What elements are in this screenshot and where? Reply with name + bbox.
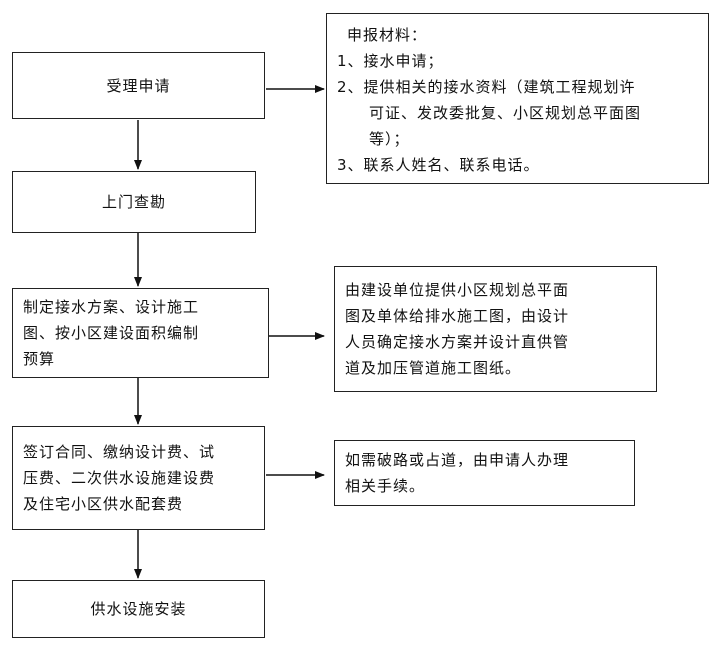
step-accept-application: 受理申请 <box>12 52 265 119</box>
road-note-line: 如需破路或占道，由申请人办理 <box>345 451 570 469</box>
plan-note-line: 人员确定接水方案并设计直供管 <box>345 333 570 351</box>
step-contract-line: 及住宅小区供水配套费 <box>23 495 184 513</box>
materials-title: 申报材料： <box>347 26 428 44</box>
plan-note-line: 道及加压管道施工图纸。 <box>345 359 522 377</box>
step-site-survey: 上门查勘 <box>12 171 256 233</box>
materials-item-1: 1、接水申请； <box>337 52 444 70</box>
note-application-materials: 申报材料： 1、接水申请； 2、提供相关的接水资料（建筑工程规划许 可证、发改委… <box>326 13 709 184</box>
materials-item-3: 3、联系人姓名、联系电话。 <box>337 156 540 174</box>
step-accept-label: 受理申请 <box>106 76 171 95</box>
step-install-facilities: 供水设施安装 <box>12 580 265 638</box>
step-install-label: 供水设施安装 <box>90 600 187 618</box>
step-survey-label: 上门查勘 <box>101 193 166 211</box>
plan-note-line: 由建设单位提供小区规划总平面 <box>345 281 570 299</box>
step-plan-line: 图、按小区建设面积编制 <box>23 324 200 342</box>
materials-item-2-line-2: 可证、发改委批复、小区规划总平面图 <box>369 104 642 122</box>
note-road-procedures: 如需破路或占道，由申请人办理 相关手续。 <box>334 440 635 506</box>
step-make-plan: 制定接水方案、设计施工 图、按小区建设面积编制 预算 <box>12 288 269 378</box>
step-plan-line: 制定接水方案、设计施工 <box>23 298 200 316</box>
road-note-line: 相关手续。 <box>345 477 426 495</box>
step-contract-line: 签订合同、缴纳设计费、试 <box>23 443 216 461</box>
materials-item-2-line-3: 等）； <box>369 130 410 148</box>
plan-note-line: 图及单体给排水施工图，由设计 <box>345 307 570 325</box>
step-plan-line: 预算 <box>23 350 56 368</box>
step-contract-line: 压费、二次供水设施建设费 <box>23 469 216 487</box>
step-sign-contract: 签订合同、缴纳设计费、试 压费、二次供水设施建设费 及住宅小区供水配套费 <box>12 426 265 530</box>
note-plan-details: 由建设单位提供小区规划总平面 图及单体给排水施工图，由设计 人员确定接水方案并设… <box>334 266 657 392</box>
materials-item-2-line-1: 2、提供相关的接水资料（建筑工程规划许 <box>337 78 636 96</box>
